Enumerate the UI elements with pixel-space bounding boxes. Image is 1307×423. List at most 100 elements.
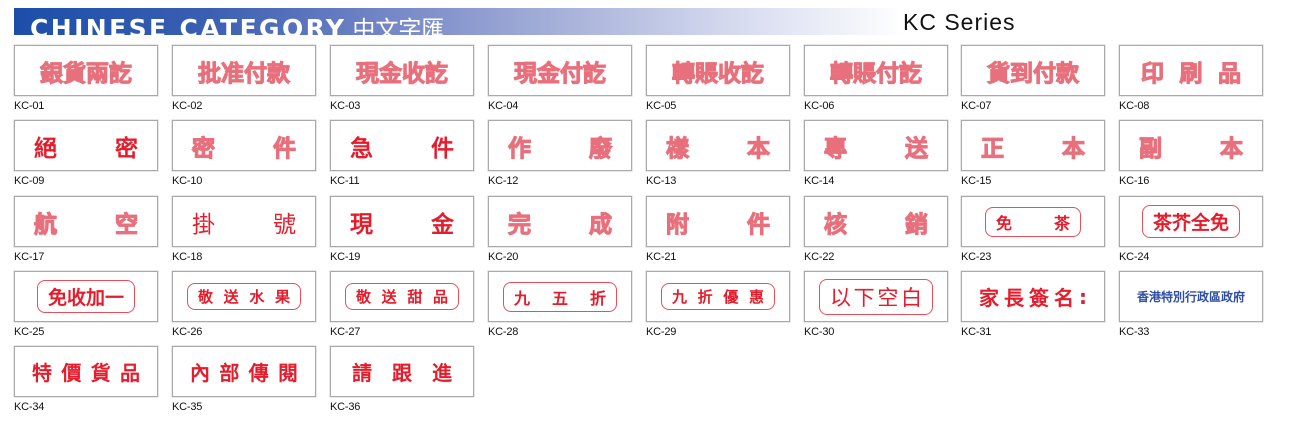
stamp-text: 請跟進 <box>352 361 452 385</box>
stamp-preview[interactable]: 作廢 <box>488 120 632 171</box>
stamp-item[interactable]: 附件 KC-21 <box>646 196 790 266</box>
stamp-item[interactable]: 批准付款 KC-02 <box>172 45 316 115</box>
stamp-preview[interactable]: 貨到付款 <box>961 45 1105 96</box>
stamp-code: KC-05 <box>646 100 677 112</box>
stamp-item[interactable]: 家長簽名: KC-31 <box>961 271 1105 341</box>
stamp-item[interactable]: 轉賬收訖 KC-05 <box>646 45 790 115</box>
stamp-code: KC-16 <box>1119 175 1150 187</box>
stamp-item[interactable]: 現金收訖 KC-03 <box>330 45 474 115</box>
stamp-preview[interactable]: 敬送水果 <box>172 271 316 322</box>
stamp-code: KC-11 <box>330 175 360 187</box>
stamp-code: KC-12 <box>488 175 519 187</box>
stamp-preview[interactable]: 急件 <box>330 120 474 171</box>
stamp-code: KC-27 <box>330 326 361 338</box>
stamp-preview[interactable]: 現金付訖 <box>488 45 632 96</box>
stamp-preview[interactable]: 銀貨兩訖 <box>14 45 158 96</box>
stamp-text: 密件 <box>192 135 297 162</box>
stamp-code: KC-09 <box>14 175 45 187</box>
stamp-text: 轉賬付訖 <box>830 60 923 87</box>
stamp-code: KC-04 <box>488 100 519 112</box>
stamp-preview[interactable]: 副本 <box>1119 120 1263 171</box>
stamp-item[interactable]: 以下空白 KC-30 <box>804 271 948 341</box>
stamp-text: 內部傳閱 <box>190 361 298 385</box>
stamp-code: KC-21 <box>646 251 677 263</box>
stamp-item[interactable]: 現金付訖 KC-04 <box>488 45 632 115</box>
stamp-preview[interactable]: 轉賬收訖 <box>646 45 790 96</box>
stamp-preview[interactable]: 專送 <box>804 120 948 171</box>
stamp-preview[interactable]: 批准付款 <box>172 45 316 96</box>
stamp-preview[interactable]: 核銷 <box>804 196 948 247</box>
stamp-code: KC-31 <box>961 326 992 338</box>
stamp-preview[interactable]: 轉賬付訖 <box>804 45 948 96</box>
stamp-preview[interactable]: 密件 <box>172 120 316 171</box>
stamp-item[interactable]: 茶芥全免 KC-24 <box>1119 196 1263 266</box>
stamp-code: KC-02 <box>172 100 203 112</box>
stamp-preview[interactable]: 免茶 <box>961 196 1105 247</box>
stamp-preview[interactable]: 特價貨品 <box>14 346 158 397</box>
stamp-item[interactable]: 作廢 KC-12 <box>488 120 632 190</box>
stamp-text: 敬送甜品 <box>345 283 459 310</box>
stamp-preview[interactable]: 免收加一 <box>14 271 158 322</box>
stamp-text: 掛號 <box>192 211 296 238</box>
stamp-preview[interactable]: 茶芥全免 <box>1119 196 1263 247</box>
stamp-text: 轉賬收訖 <box>672 60 765 87</box>
stamp-preview[interactable]: 掛號 <box>172 196 316 247</box>
stamp-text: 家長簽名: <box>979 284 1087 311</box>
stamp-preview[interactable]: 九折優惠 <box>646 271 790 322</box>
stamp-preview[interactable]: 現金收訖 <box>330 45 474 96</box>
stamp-text: 作廢 <box>508 135 613 162</box>
stamp-preview[interactable]: 請跟進 <box>330 346 474 397</box>
stamp-text: 副本 <box>1139 135 1244 162</box>
stamp-code: KC-03 <box>330 100 361 112</box>
stamp-item[interactable]: 副本 KC-16 <box>1119 120 1263 190</box>
stamp-item[interactable]: 絕密 KC-09 <box>14 120 158 190</box>
stamp-code: KC-30 <box>804 326 835 338</box>
stamp-text: 核銷 <box>824 211 929 238</box>
stamp-code: KC-24 <box>1119 251 1150 263</box>
stamp-preview[interactable]: 家長簽名: <box>961 271 1105 322</box>
stamp-preview[interactable]: 完成 <box>488 196 632 247</box>
stamp-preview[interactable]: 樣本 <box>646 120 790 171</box>
stamp-text: 敬送水果 <box>187 283 301 310</box>
stamp-preview[interactable]: 以下空白 <box>804 271 948 322</box>
stamp-item[interactable]: 急件 KC-11 <box>330 120 474 190</box>
stamp-item[interactable]: 敬送甜品 KC-27 <box>330 271 474 341</box>
stamp-preview[interactable]: 印刷品 <box>1119 45 1263 96</box>
stamp-preview[interactable]: 附件 <box>646 196 790 247</box>
stamp-preview[interactable]: 絕密 <box>14 120 158 171</box>
stamp-preview[interactable]: 香港特別行政區政府 <box>1119 271 1263 322</box>
stamp-text: 專送 <box>824 135 929 162</box>
stamp-text: 完成 <box>508 211 613 238</box>
stamp-text: 絕密 <box>34 135 138 162</box>
stamp-preview[interactable]: 敬送甜品 <box>330 271 474 322</box>
stamp-text: 印刷品 <box>1141 60 1242 87</box>
stamp-preview[interactable]: 航空 <box>14 196 158 247</box>
stamp-preview[interactable]: 九五折 <box>488 271 632 322</box>
stamp-text: 航空 <box>34 211 139 238</box>
stamp-preview[interactable]: 內部傳閱 <box>172 346 316 397</box>
stamp-preview[interactable]: 正本 <box>961 120 1105 171</box>
stamp-preview[interactable]: 現金 <box>330 196 474 247</box>
